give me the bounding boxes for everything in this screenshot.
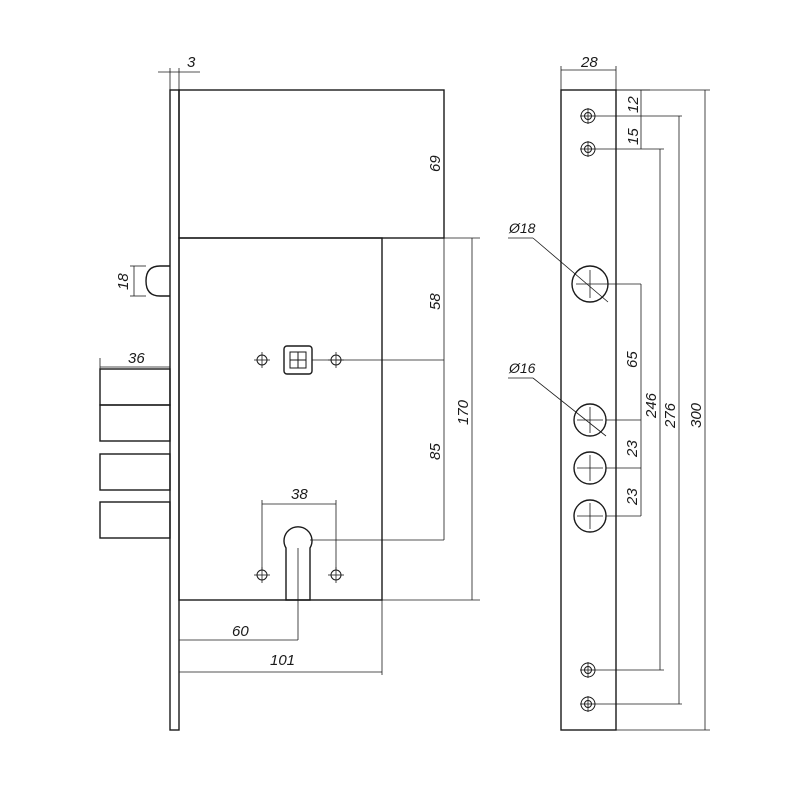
dim-text: 85 (427, 443, 444, 460)
dim-text: Ø16 (508, 360, 536, 376)
faceplate-side (169, 89, 180, 731)
latch-hole: Ø18 (508, 220, 609, 303)
dim-overall: 246 276 300 (596, 89, 710, 731)
dead-bolts: 36 (99, 350, 171, 539)
dim-text: 60 (232, 623, 249, 640)
lock-body-top (178, 89, 445, 239)
dim-text: 170 (455, 399, 472, 425)
dim-text: 276 (662, 402, 679, 429)
dim-text: 28 (580, 54, 598, 71)
dim-text: 3 (187, 54, 196, 71)
dim-text: 69 (427, 155, 444, 172)
faceplate-front (560, 89, 617, 731)
dim-text: 101 (270, 652, 295, 669)
dim-text: 18 (115, 273, 132, 290)
latch-bolt: 18 (115, 265, 170, 297)
lock-body-main (178, 237, 383, 601)
dim-text: 23 (624, 488, 641, 506)
dim-text: 36 (128, 350, 145, 367)
dim-bolt-spacing: 65 23 23 (604, 283, 642, 517)
dim-text: 58 (427, 293, 444, 310)
bolt-holes: Ø16 (508, 360, 607, 533)
dim-text: 300 (688, 402, 705, 428)
dim-vertical-side: 69 58 85 170 (310, 90, 480, 601)
dim-faceplate-thickness: 3 (158, 54, 200, 90)
side-view: 3 18 36 (99, 54, 480, 731)
dim-text: 65 (624, 351, 641, 368)
dim-text: 12 (625, 96, 642, 113)
screw-holes-bottom (580, 662, 596, 712)
dim-horizontal-side: 60 101 (179, 600, 383, 675)
dim-text: Ø18 (508, 220, 536, 236)
dim-faceplate-width: 28 (560, 54, 617, 90)
front-view: 28 Ø18 (508, 54, 710, 731)
dim-text: 38 (291, 486, 308, 503)
dim-text: 15 (625, 128, 642, 145)
screw-holes-top (580, 108, 596, 157)
dim-text: 246 (643, 392, 660, 419)
cylinder-keyhole: 38 (254, 486, 344, 640)
dim-text: 23 (624, 440, 641, 458)
dim-top-holes: 12 15 (596, 89, 682, 150)
